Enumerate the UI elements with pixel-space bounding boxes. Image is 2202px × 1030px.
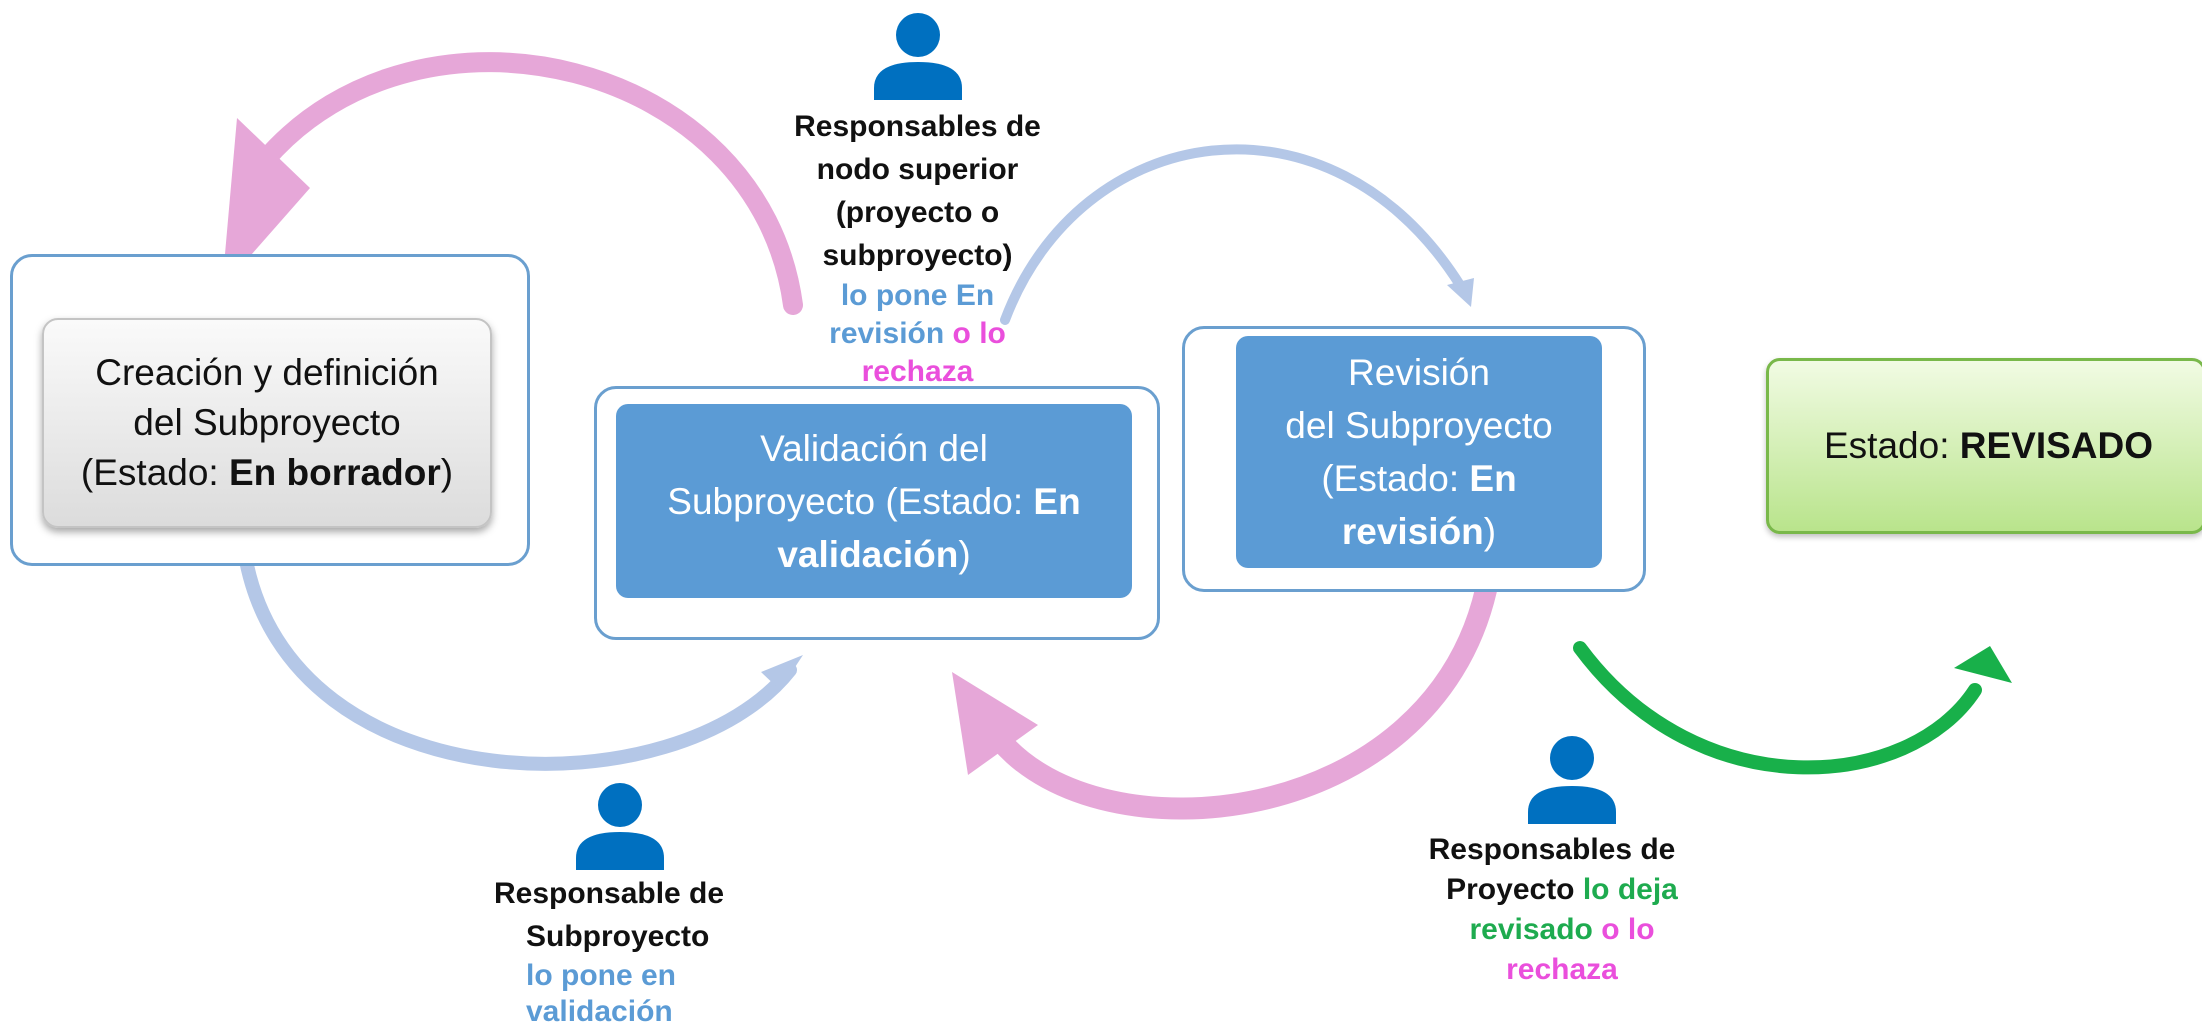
actor-bottom-left-line4: validación [526,995,673,1028]
reject-arrow-to-validation [989,579,1497,820]
actor-bottom-right-line2: Proyecto lo deja [1446,873,1678,906]
review-node-line4: revisión) [1341,511,1497,552]
person-icon-bottom-left [576,783,664,870]
final-node: Estado: REVISADO [1766,358,2202,534]
actor-top-line6: revisión o lo [829,317,1006,350]
approve-arrow-to-final [1573,641,1982,775]
validation-node-line1: Validación del [760,427,988,469]
actor-top-line1: Responsables de [794,110,1041,143]
draft-status: En borrador [229,452,441,493]
approve-arrow-to-final-head [1954,646,2012,683]
actor-bottom-right-line1: Responsables de [1428,833,1676,866]
actor-label-top: Responsables de nodo superior (proyecto … [760,105,1075,391]
draft-node-line1: Creación y definición [95,352,439,393]
actor-top-line3: (proyecto o [835,196,1000,229]
advance-arrow-to-review [1000,144,1465,325]
reject-arrow-to-draft-head [222,118,310,288]
review-node-line1: Revisión [1348,352,1490,393]
actor-top-line4: subproyecto) [822,239,1013,272]
reject-arrow-to-validation-head [952,672,1038,775]
validation-node-line3: validación) [777,533,971,575]
review-node: Revisión del Subproyecto (Estado: En rev… [1236,336,1602,568]
actor-bottom-left-line2: Subproyecto [526,920,710,953]
draft-node-line3: (Estado: En borrador) [80,452,454,493]
actor-top-line7: rechaza [861,355,974,388]
actor-bottom-left-line1: Responsable de [494,877,725,910]
person-icon-top [874,13,962,100]
validation-node: Validación del Subproyecto (Estado: En v… [616,404,1132,598]
actor-top-line5: lo pone En [840,279,995,312]
actor-bottom-left-line3: lo pone en [526,959,676,992]
actor-top-line2: nodo superior [816,153,1019,186]
reject-arrow-to-draft [255,52,803,315]
draft-node: Creación y definición del Subproyecto (E… [42,318,492,528]
submit-arrow-to-validation-head [761,655,803,690]
draft-node-line2: del Subproyecto [133,402,401,443]
review-node-line3: (Estado: En [1321,458,1517,499]
actor-label-bottom-left: Responsable de Subproyecto lo pone en va… [470,872,770,1030]
review-node-line2: del Subproyecto [1285,405,1553,446]
actor-bottom-right-line3: revisado o lo [1469,913,1655,946]
final-node-text: Estado: REVISADO [1824,425,2154,466]
review-status: revisión [1341,511,1484,552]
actor-bottom-right-line4: rechaza [1506,953,1618,986]
person-icon-bottom-right [1528,736,1616,824]
validation-status: validación [777,533,959,575]
submit-arrow-to-validation [238,548,797,771]
actor-label-bottom-right: Responsables de Proyecto lo deja revisad… [1412,830,1712,990]
final-status: REVISADO [1959,425,2154,466]
validation-node-line2: Subproyecto (Estado: En [667,480,1081,522]
advance-arrow-to-review-head [1447,278,1474,307]
